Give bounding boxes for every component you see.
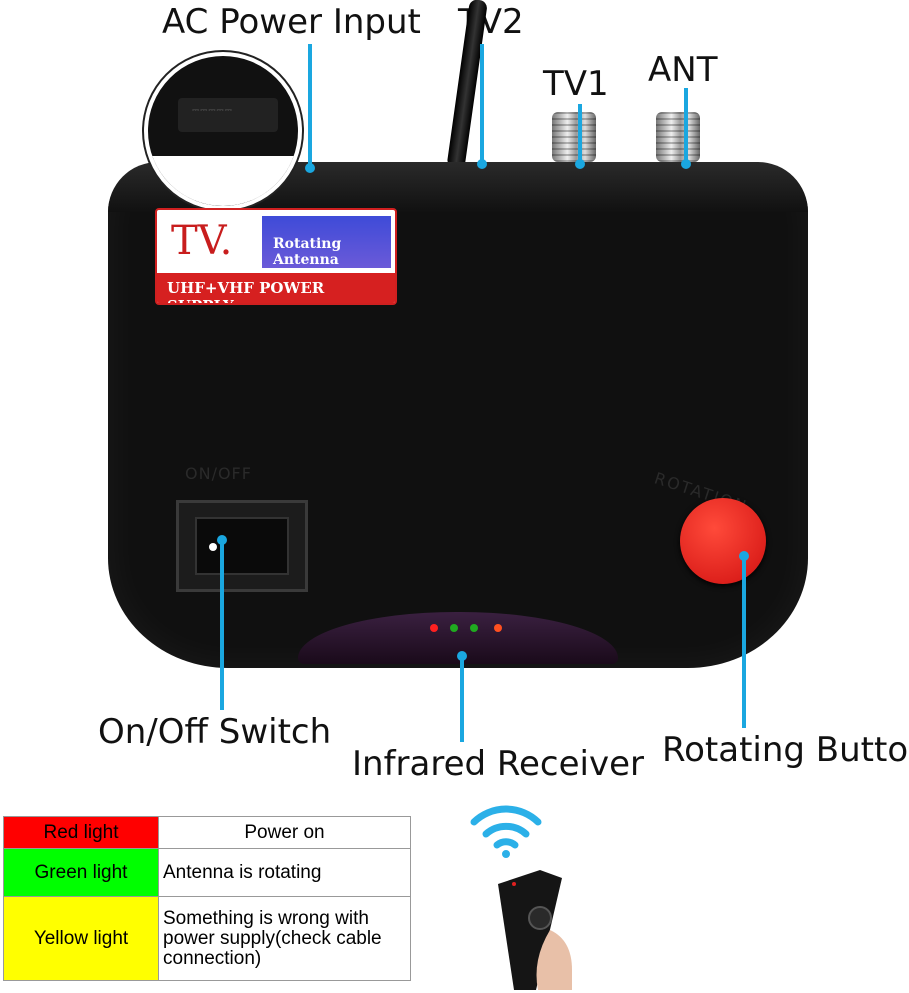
table-row: Yellow light Something is wrong with pow…: [3, 896, 411, 981]
tv2-line: [477, 44, 487, 169]
sticker-supply-text: UHF+VHF POWER SUPPLY: [167, 279, 325, 303]
legend-green-meaning: Antenna is rotating: [158, 848, 411, 897]
ant-label: ANT: [648, 50, 718, 90]
legend-red-label: Red light: [43, 821, 119, 843]
sticker-rotating-text: Rotating Antenna: [273, 236, 342, 268]
indicator-legend-table: Red light Power on Green light Antenna i…: [3, 816, 411, 981]
rotating-button-label: Rotating Button: [662, 730, 909, 770]
device-sticker: TV. Rotating Antenna UHF+VHF POWER SUPPL…: [155, 208, 397, 305]
ant-connector: [656, 112, 700, 162]
ac-power-input-label: AC Power Input: [162, 2, 421, 42]
legend-yellow-swatch: Yellow light: [3, 896, 159, 981]
table-row: Red light Power on: [3, 816, 411, 849]
legend-red-meaning: Power on: [158, 816, 411, 849]
legend-yellow-meaning: Something is wrong with power supply(che…: [158, 896, 411, 981]
ant-line: [681, 88, 691, 169]
rotating-line: [739, 551, 749, 728]
ac-power-line: [305, 44, 315, 173]
legend-green-swatch: Green light: [3, 848, 159, 897]
on-off-line: [217, 535, 227, 710]
infrared-receiver-label: Infrared Receiver: [352, 744, 644, 784]
wifi-signal-icon: [470, 805, 542, 858]
on-off-switch[interactable]: [176, 500, 308, 592]
ir-line: [457, 651, 467, 742]
tv1-line: [575, 104, 585, 169]
remote-control-icon: [498, 870, 572, 990]
table-row: Green light Antenna is rotating: [3, 848, 411, 897]
rotating-button[interactable]: [680, 498, 766, 584]
sticker-tv-text: TV.: [171, 218, 233, 264]
legend-yellow-label: Yellow light: [33, 927, 129, 949]
onoff-print: ON/OFF: [185, 464, 252, 483]
switch-rocker[interactable]: [195, 517, 289, 575]
on-off-switch-label: On/Off Switch: [98, 712, 332, 752]
legend-red-swatch: Red light: [3, 816, 159, 849]
ac-power-input-zoom: ⎓⎓⎓⎓⎓: [144, 52, 302, 210]
tv1-connector: [552, 112, 596, 162]
tv1-label: TV1: [543, 64, 609, 104]
legend-green-label: Green light: [34, 861, 128, 883]
